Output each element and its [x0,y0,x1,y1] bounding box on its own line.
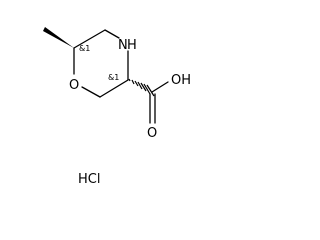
bond-c6-c5 [73,29,106,49]
atom-n: N [118,38,128,53]
atom-oh: OH [171,73,191,88]
stereo-label-c3: &1 [108,73,119,82]
stereo-label-c6: &1 [79,44,90,53]
atom-o-ring: O [69,78,79,93]
salt-label: HCl [78,172,100,187]
bond-c5-n4 [104,29,120,39]
bond-c3-c2 [99,79,129,98]
bond-c2-o1 [81,86,101,98]
methyl-wedge-bond [43,27,74,48]
atom-h: H [127,38,137,53]
carboxyl-hashed-bond [128,78,155,97]
atom-o-carbonyl: O [147,126,157,141]
structure-diagram: N H O OH O &1 &1 HCl [43,27,191,187]
bond-carboxyl-oh [151,81,169,93]
